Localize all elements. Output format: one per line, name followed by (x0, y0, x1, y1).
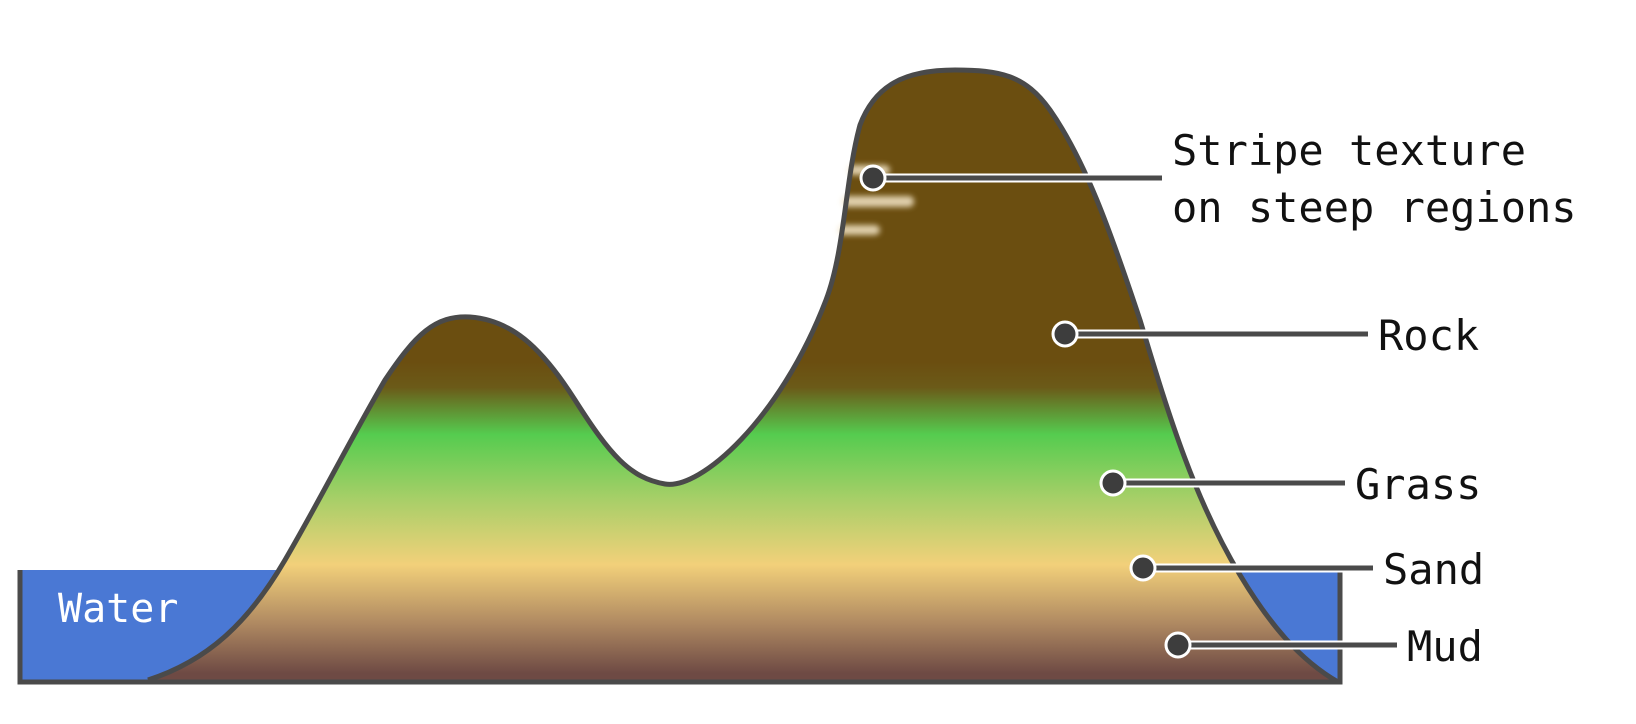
rock-label: Rock (1378, 311, 1479, 360)
stripe-texture-label-line2: on steep regions (1172, 183, 1577, 232)
mud-label: Mud (1407, 622, 1483, 671)
callout-sand: Sand (1129, 545, 1484, 594)
stripe-texture-label-line1: Stripe texture (1172, 126, 1526, 175)
base-outline (17, 570, 1343, 685)
callout-stripe-texture: Stripe texture on steep regions (859, 126, 1577, 232)
grass-label: Grass (1355, 460, 1481, 509)
callout-mud: Mud (1164, 622, 1483, 671)
sand-label: Sand (1383, 545, 1484, 594)
terrain-shape (148, 70, 1338, 682)
callout-grass: Grass (1099, 460, 1481, 509)
water-label: Water (58, 586, 178, 632)
terrain-outline (147, 67, 1340, 685)
callout-rock: Rock (1051, 311, 1479, 360)
